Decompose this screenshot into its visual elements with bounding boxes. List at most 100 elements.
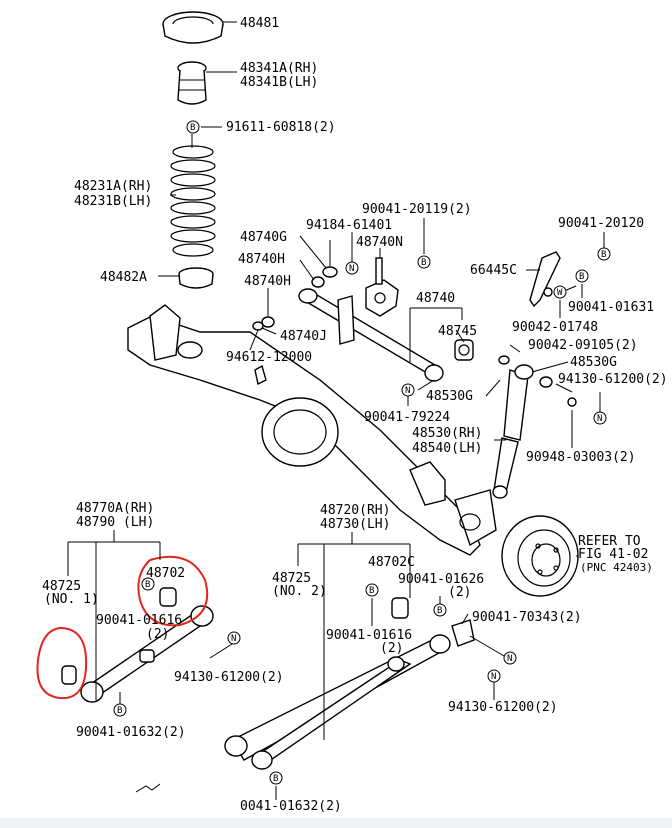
part-label-90041-20119: 90041-20119(2) [362,202,472,217]
refer-note-line1: REFER TO [578,534,641,549]
highlight-circle-upper [137,555,209,627]
coil-spring [170,145,216,257]
marker-b: B [269,771,283,785]
part-label-48530g-left: 48530G [426,389,473,404]
marker-b: B [417,255,431,269]
brake-drum [501,515,579,597]
part-label-48481: 48481 [240,16,279,31]
marker-b: B [141,577,155,591]
part-label-90041-01616-left-qty: (2) [146,627,169,642]
part-label-48725-no1-note: (NO. 1) [44,592,99,607]
part-label-48540: 48540(LH) [412,441,482,456]
marker-b: B [433,603,447,617]
part-label-48790: 48790 (LH) [76,515,154,530]
svg-text:N: N [491,672,496,682]
svg-text:B: B [437,606,442,616]
part-label-48730: 48730(LH) [320,517,390,532]
bottom-strip [0,818,672,828]
marker-b: B [186,120,200,134]
refer-note-line2: FIG 41-02 [578,547,648,562]
part-label-90041-20120: 90041-20120 [558,216,644,231]
part-label-48530g-right: 48530G [570,355,617,370]
highlight-circle-lower [36,627,88,700]
part-label-48725-no2: 48725 [272,571,311,586]
upper-control-arm [61,587,214,703]
part-label-90948: 90948-03003(2) [526,450,636,465]
bump-stopper [177,61,207,105]
refer-note-line3: (PNC 42403) [580,561,653,574]
marker-n: N [487,669,501,683]
marker-n: N [345,261,359,275]
marker-n: N [227,631,241,645]
part-label-48740n: 48740N [356,235,403,250]
leader-lines [67,21,605,800]
shock-absorber [492,355,577,499]
part-label-48482a: 48482A [100,270,147,285]
part-label-48702: 48702 [146,566,185,581]
part-label-90041-79224: 90041-79224 [364,410,450,425]
lower-control-arm [224,597,475,770]
part-label-48740g: 48740G [240,230,287,245]
rear-axle-housing [127,304,497,556]
part-label-48702c: 48702C [368,555,415,570]
part-label-48740h-lower: 48740H [244,274,291,289]
marker-b: B [365,583,379,597]
part-label-48341a: 48341A(RH) [240,61,318,76]
part-label-90041-01632-left: 90041-01632(2) [76,725,186,740]
part-label-48770a: 48770A(RH) [76,501,154,516]
part-label-90041-01626-qty: (2) [448,585,471,600]
part-label-48720: 48720(RH) [320,503,390,518]
part-label-90041-70343: 90041-70343(2) [472,610,582,625]
part-label-48740h-upper: 48740H [238,252,285,267]
spring-bumper-cap [162,11,224,44]
part-label-90041-01616-left: 90041-01616 [96,613,182,628]
part-label-94130-left: 94130-61200(2) [174,670,284,685]
marker-b: B [575,269,589,283]
bracket-66445c [529,251,561,308]
svg-text:N: N [507,654,512,664]
part-label-94612: 94612-12000 [226,350,312,365]
part-label-48740: 48740 [416,291,455,306]
marker-b: B [597,247,611,261]
svg-text:B: B [273,774,278,784]
svg-text:B: B [421,258,426,268]
part-label-48725-no2-note: (NO. 2) [272,584,327,599]
part-label-94130-right: 94130-61200(2) [558,372,668,387]
lateral-control-rod [252,257,474,382]
spring-lower-insulator [178,267,214,289]
part-label-66445c: 66445C [470,263,517,278]
part-label-90041-01631: 90041-01631 [568,300,654,315]
part-label-48745: 48745 [438,324,477,339]
part-label-90041-01616-right-qty: (2) [380,641,403,656]
svg-text:B: B [117,706,122,716]
svg-text:B: B [369,586,374,596]
part-label-48231a: 48231A(RH) [74,179,152,194]
svg-text:B: B [145,580,150,590]
svg-text:B: B [190,123,195,133]
part-label-48725-no1: 48725 [42,579,81,594]
part-label-94130-bottom: 94130-61200(2) [448,700,558,715]
marker-n: N [401,383,415,397]
part-label-91611: 91611-60818(2) [226,120,336,135]
part-label-48341b: 48341B(LH) [240,75,318,90]
part-label-90041-01626: 90041-01626 [398,572,484,587]
part-label-48231b: 48231B(LH) [74,194,152,209]
svg-text:W: W [557,288,563,298]
part-label-48530: 48530(RH) [412,426,482,441]
svg-text:N: N [231,634,236,644]
svg-text:N: N [349,264,354,274]
svg-text:B: B [601,250,606,260]
part-label-90041-01632-right: 0041-01632(2) [240,799,342,814]
marker-n: N [503,651,517,665]
part-label-90042-09105: 90042-09105(2) [528,338,638,353]
svg-text:N: N [405,386,410,396]
svg-text:B: B [579,272,584,282]
marker-w: W [553,285,567,299]
part-label-94184: 94184-61401 [306,218,392,233]
part-label-90041-01616-right: 90041-01616 [326,628,412,643]
part-label-48740j: 48740J [280,329,327,344]
marker-n: N [593,411,607,425]
svg-text:N: N [597,414,602,424]
part-label-90042-01748: 90042-01748 [512,320,598,335]
